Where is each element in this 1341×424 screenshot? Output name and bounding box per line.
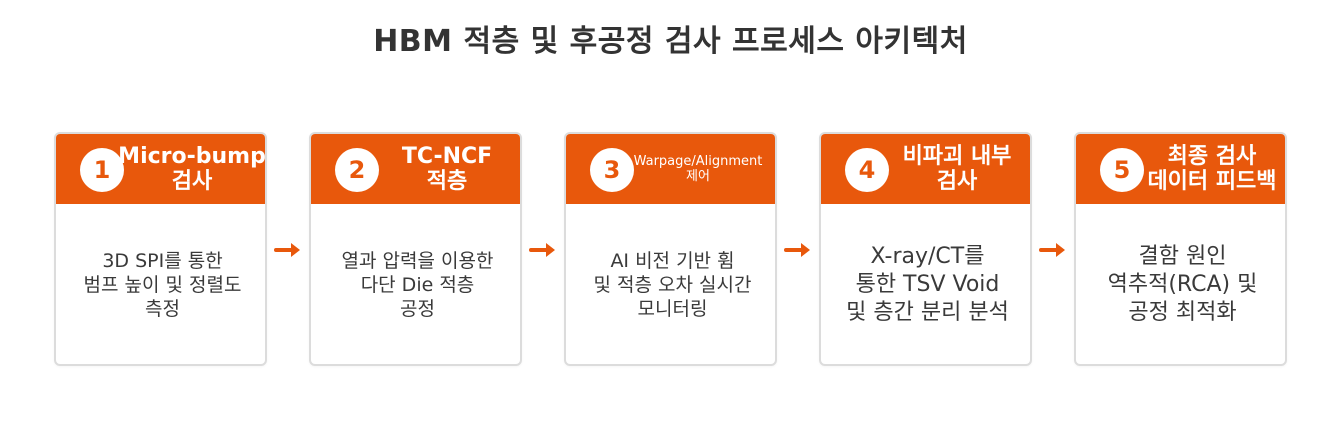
step-number-badge: 3 xyxy=(590,148,634,192)
arrow-right-icon xyxy=(274,243,300,257)
step-description: 열과 압력을 이용한 다단 Die 적층 공정 xyxy=(341,250,494,320)
step-header: 2 TC-NCF 적층 xyxy=(311,134,520,204)
step-title: Micro-bump 검사 xyxy=(118,144,266,194)
step-description: X-ray/CT를 통한 TSV Void 및 층간 분리 분석 xyxy=(846,244,1009,325)
step-header: 3 Warpage/Alignment 제어 xyxy=(566,134,775,204)
step-title: 최종 검사 데이터 피드백 xyxy=(1147,144,1277,194)
step-title: TC-NCF 적층 xyxy=(401,144,493,194)
step-header: 1 Micro-bump 검사 xyxy=(56,134,265,204)
step-card-1: 1 Micro-bump 검사 3D SPI를 통한 범프 높이 및 정렬도 측… xyxy=(54,132,267,366)
step-description: 3D SPI를 통한 범프 높이 및 정렬도 측정 xyxy=(83,250,242,320)
step-card-4: 4 비파괴 내부 검사 X-ray/CT를 통한 TSV Void 및 층간 분… xyxy=(819,132,1032,366)
step-number-badge: 1 xyxy=(80,148,124,192)
step-card-2: 2 TC-NCF 적층 열과 압력을 이용한 다단 Die 적층 공정 xyxy=(309,132,522,366)
step-number-badge: 5 xyxy=(1100,148,1144,192)
arrow-right-icon xyxy=(529,243,555,257)
step-card-3: 3 Warpage/Alignment 제어 AI 비전 기반 휨 및 적층 오… xyxy=(564,132,777,366)
arrow-right-icon xyxy=(1039,243,1065,257)
step-description: AI 비전 기반 휨 및 적층 오차 실시간 모니터링 xyxy=(593,250,752,320)
arrow-right-icon xyxy=(784,243,810,257)
step-card-5: 5 최종 검사 데이터 피드백 결함 원인 역추적(RCA) 및 공정 최적화 xyxy=(1074,132,1287,366)
step-number-badge: 4 xyxy=(845,148,889,192)
step-title: 비파괴 내부 검사 xyxy=(902,144,1012,194)
diagram-title: HBM 적층 및 후공정 검사 프로세스 아키텍처 xyxy=(373,24,968,59)
step-header: 5 최종 검사 데이터 피드백 xyxy=(1076,134,1285,204)
step-number-badge: 2 xyxy=(335,148,379,192)
step-title: Warpage/Alignment 제어 xyxy=(633,154,763,184)
step-description: 결함 원인 역추적(RCA) 및 공정 최적화 xyxy=(1107,244,1258,325)
step-header: 4 비파괴 내부 검사 xyxy=(821,134,1030,204)
